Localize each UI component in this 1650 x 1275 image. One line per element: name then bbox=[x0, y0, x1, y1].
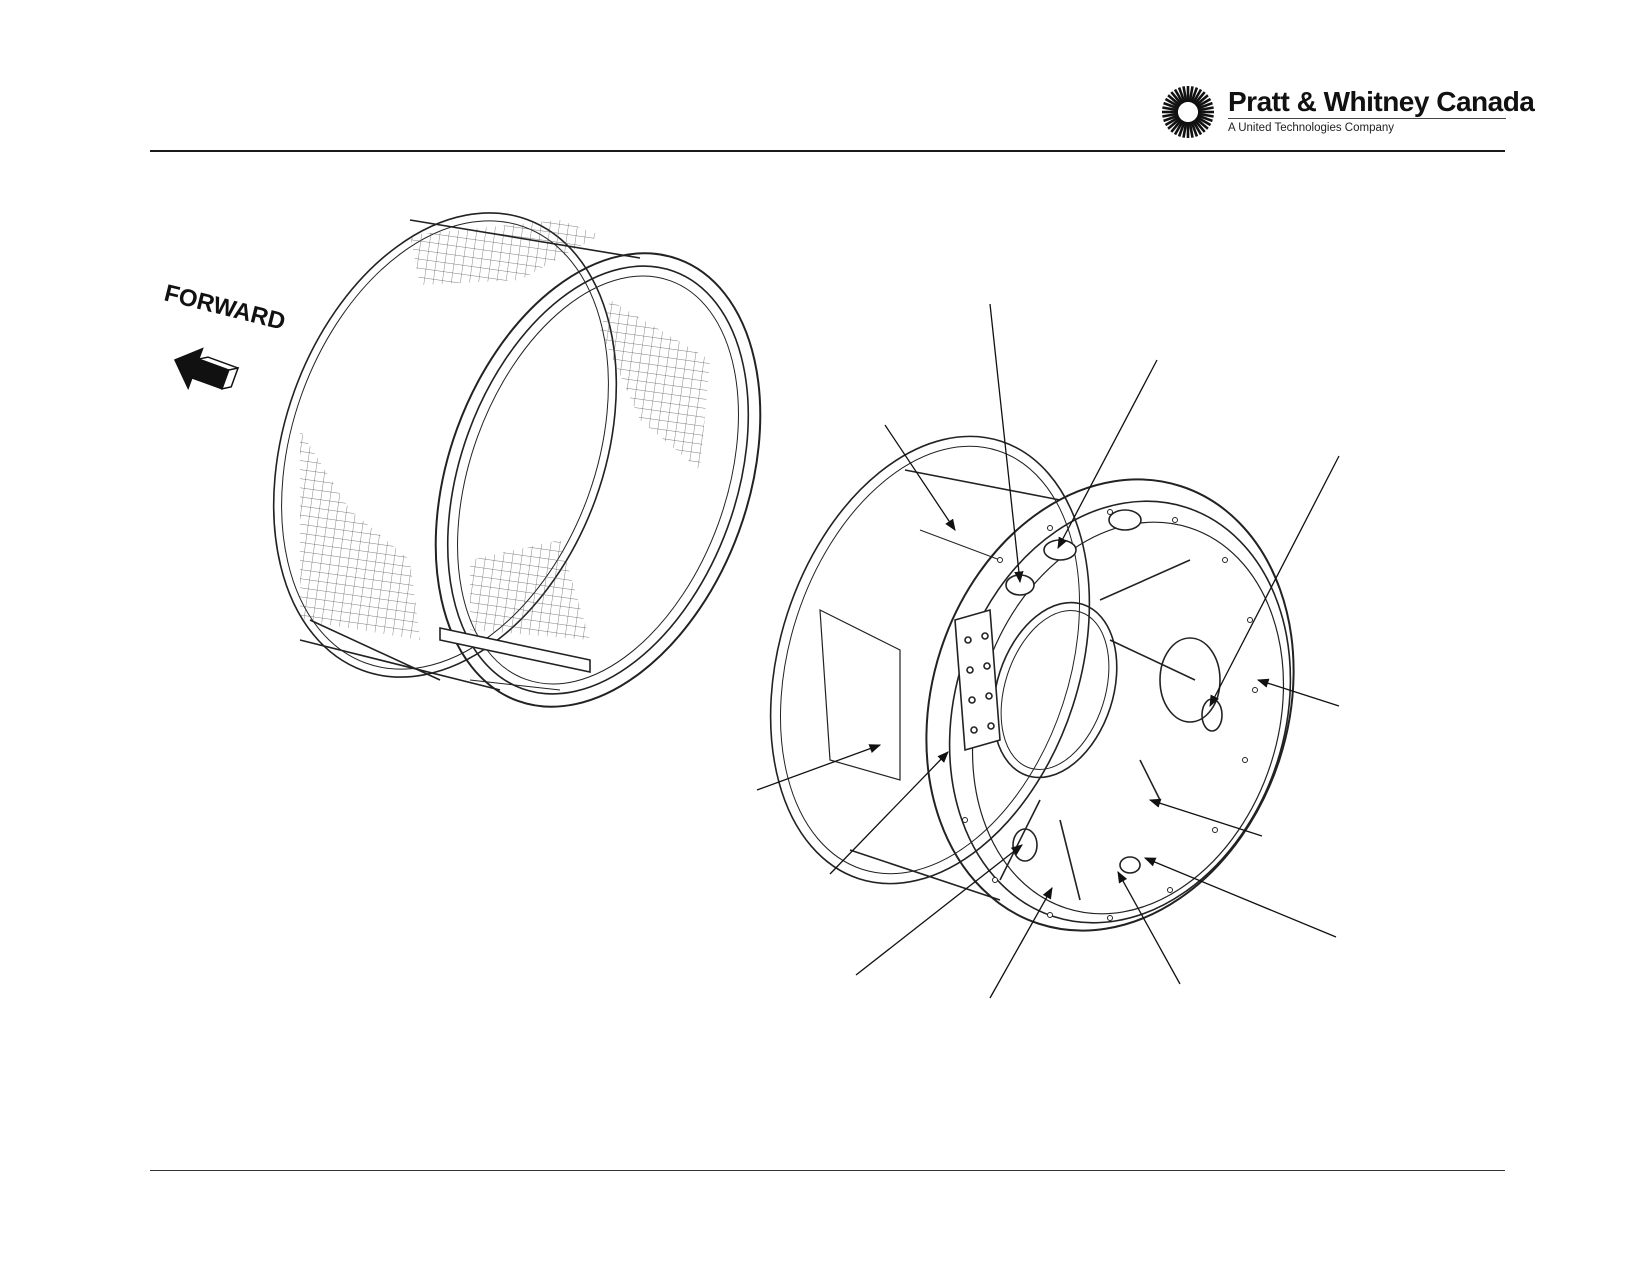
logo-ray bbox=[1191, 120, 1203, 136]
callout-leaders bbox=[756, 303, 1340, 999]
logo-ray bbox=[1162, 112, 1179, 118]
intake-case bbox=[769, 435, 1295, 932]
logo-ray bbox=[1193, 91, 1206, 106]
pwc-logo: Pratt & Whitney Canada A United Technolo… bbox=[1160, 84, 1535, 140]
callout-leader bbox=[989, 303, 1024, 584]
logo-ray bbox=[1162, 106, 1179, 112]
logo-ray bbox=[1164, 97, 1180, 109]
logo-ray bbox=[1173, 88, 1185, 104]
logo-ray bbox=[1182, 121, 1188, 138]
logo-ray bbox=[1196, 101, 1213, 110]
logo-ray bbox=[1191, 88, 1203, 104]
callout-leader bbox=[1148, 798, 1263, 837]
callout-leader bbox=[1143, 857, 1337, 938]
logo-ray bbox=[1163, 114, 1180, 123]
callout-leader bbox=[855, 844, 1023, 976]
callout-leader bbox=[829, 751, 949, 875]
header-rule bbox=[150, 150, 1505, 152]
callout-leader bbox=[884, 424, 956, 531]
logo-ray bbox=[1196, 97, 1212, 109]
callout-leader bbox=[1057, 359, 1158, 550]
logo-ray bbox=[1188, 121, 1194, 138]
callout-leader bbox=[989, 886, 1053, 999]
footer-rule bbox=[150, 1170, 1505, 1171]
logo-ray bbox=[1196, 114, 1213, 123]
logo-ray bbox=[1167, 94, 1182, 107]
logo-ray bbox=[1197, 106, 1214, 112]
logo-ray bbox=[1164, 115, 1180, 127]
logo-ray bbox=[1170, 91, 1183, 106]
callout-leader bbox=[1209, 455, 1340, 708]
logo-ray bbox=[1193, 118, 1206, 133]
logo-ray bbox=[1177, 87, 1186, 104]
callout-leader bbox=[756, 744, 882, 791]
pwc-logo-icon bbox=[1162, 86, 1214, 138]
logo-ray bbox=[1188, 86, 1194, 103]
brand-rule bbox=[1228, 118, 1506, 119]
logo-ray bbox=[1197, 112, 1214, 118]
logo-ray bbox=[1177, 120, 1186, 137]
brand-tagline: A United Technologies Company bbox=[1228, 122, 1395, 134]
logo-ray bbox=[1194, 94, 1209, 107]
logo-ray bbox=[1182, 86, 1188, 103]
forward-label: FORWARD bbox=[162, 280, 288, 336]
brand-name: Pratt & Whitney Canada bbox=[1228, 86, 1535, 117]
logo-ray bbox=[1170, 118, 1183, 133]
logo-ray bbox=[1190, 120, 1199, 137]
logo-ray bbox=[1194, 117, 1209, 130]
callout-leader bbox=[1256, 678, 1340, 707]
logo-ray bbox=[1163, 101, 1180, 110]
logo-ray bbox=[1167, 117, 1182, 130]
callout-leader bbox=[1117, 870, 1181, 985]
inlet-screen bbox=[272, 212, 762, 708]
logo-ray bbox=[1196, 115, 1212, 127]
logo-ray bbox=[1190, 87, 1199, 104]
logo-ray bbox=[1173, 120, 1185, 136]
forward-arrow-icon bbox=[173, 347, 240, 391]
